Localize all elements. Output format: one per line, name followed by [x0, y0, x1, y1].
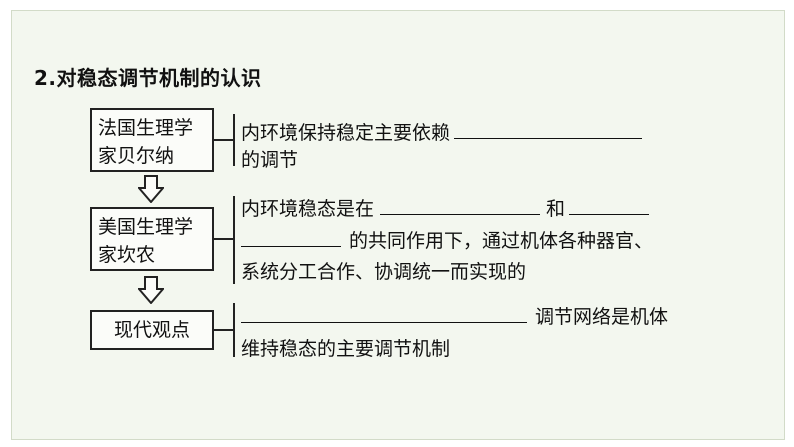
- modern-statement-line1: 调节网络是机体: [241, 302, 668, 332]
- connector-line: [214, 329, 234, 331]
- cannon-statement-line3: 系统分工合作、协调统一而实现的: [241, 261, 527, 283]
- fill-blank[interactable]: [241, 226, 341, 247]
- heading-text: .对稳态调节机制的认识: [48, 66, 262, 90]
- cannon-box-line2: 家坎农: [98, 244, 156, 266]
- heading-number: 2: [34, 66, 49, 90]
- modern-view-label: 现代观点: [113, 319, 190, 341]
- bernard-box-line1: 法国生理学: [98, 117, 194, 139]
- fill-blank[interactable]: [380, 194, 541, 215]
- cannon-statement-line1: 内环境稳态是在和: [241, 194, 650, 224]
- connector-line: [214, 238, 234, 240]
- bernard-box-line2: 家贝尔纳: [98, 145, 175, 167]
- section-heading: 2.对稳态调节机制的认识: [34, 62, 262, 91]
- bernard-statement-line1: 内环境保持稳定主要依赖: [241, 118, 643, 148]
- fill-blank[interactable]: [454, 118, 643, 139]
- bracket-line: [233, 114, 235, 166]
- bernard-box: 法国生理学 家贝尔纳: [90, 108, 214, 172]
- bracket-line: [233, 303, 235, 357]
- cannon-box: 美国生理学 家坎农: [90, 207, 214, 271]
- bernard-statement-line2: 的调节: [241, 149, 299, 171]
- down-arrow-icon: [138, 175, 164, 203]
- down-arrow-icon: [138, 276, 164, 304]
- fill-blank[interactable]: [569, 194, 650, 215]
- fill-blank[interactable]: [241, 302, 527, 323]
- cannon-statement-line2: 的共同作用下，通过机体各种器官、: [241, 226, 653, 256]
- modern-statement-line2: 维持稳态的主要调节机制: [241, 338, 451, 360]
- bracket-line: [233, 196, 235, 284]
- connector-line: [214, 139, 234, 141]
- modern-view-box: 现代观点: [90, 310, 214, 350]
- cannon-box-line1: 美国生理学: [98, 216, 194, 238]
